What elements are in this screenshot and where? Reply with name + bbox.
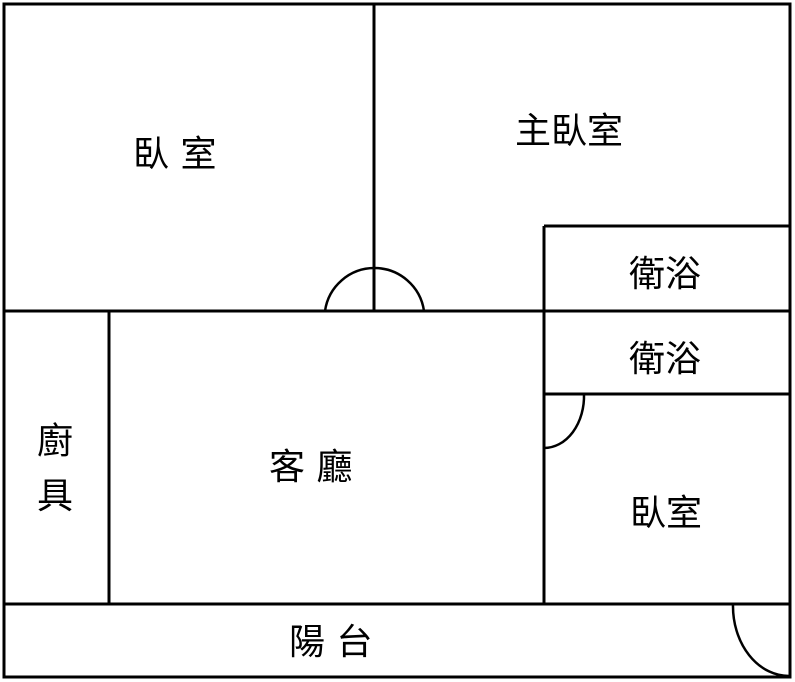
door-arc-bedroom-2 (543, 393, 586, 450)
label-balcony: 陽 台 (289, 622, 372, 663)
label-kitchen-line-2: 具 (37, 476, 73, 517)
label-bedroom-2: 臥室 (630, 493, 702, 534)
label-bathroom-2: 衛浴 (629, 339, 701, 380)
label-kitchen-line-1: 廚 (37, 421, 73, 462)
door-arc-balcony (731, 603, 791, 678)
doors (323, 266, 791, 678)
label-living-room: 客 廳 (269, 447, 352, 488)
label-bathroom-1: 衛浴 (629, 254, 701, 295)
room-labels: 臥 室 主臥室 衛浴 衛浴 客 廳 廚 具 臥室 陽 台 (37, 111, 702, 663)
label-master-bedroom: 主臥室 (515, 111, 623, 152)
label-bedroom-1: 臥 室 (133, 134, 216, 175)
door-arc-bedrooms (323, 266, 426, 312)
